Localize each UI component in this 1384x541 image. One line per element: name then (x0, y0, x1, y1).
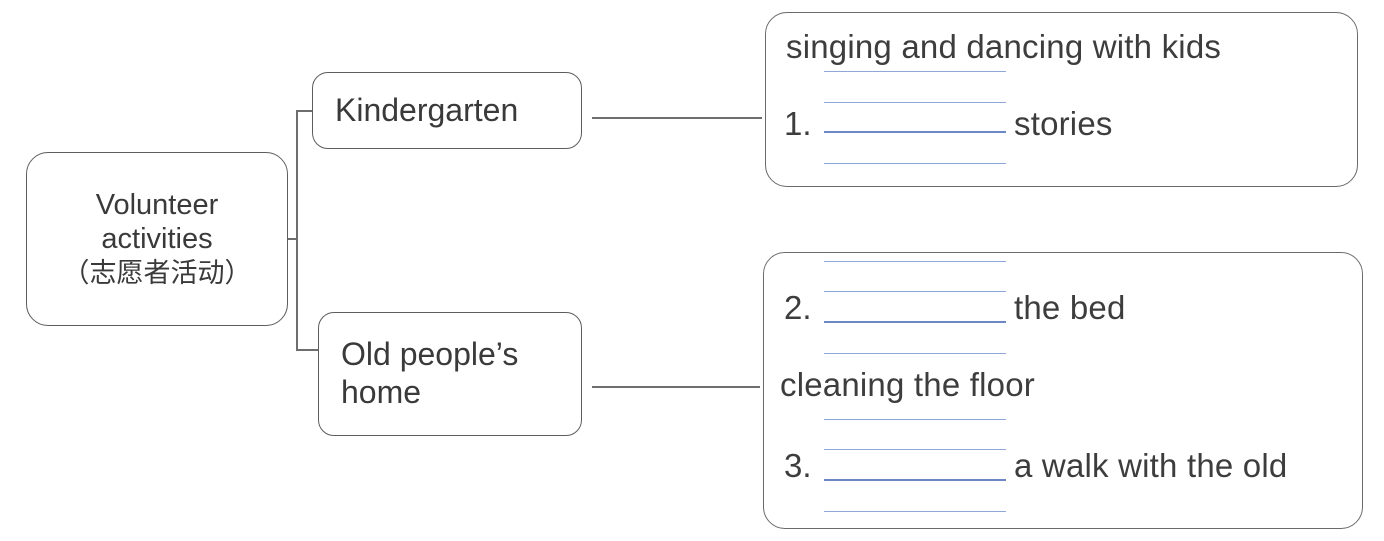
panel-oldpeople-item3-tail: a walk with the old (1014, 447, 1288, 484)
rule-line-baseline (824, 479, 1006, 481)
branch-node-kindergarten[interactable]: Kindergarten (312, 72, 582, 149)
rule-line (824, 353, 1006, 354)
connector-bracket-vertical (296, 110, 298, 350)
rule-line (824, 102, 1006, 103)
panel-kindergarten-item1-tail: stories (1014, 105, 1113, 142)
rule-line-baseline (824, 131, 1006, 133)
branch-label-kindergarten: Kindergarten (335, 91, 519, 128)
rule-line (824, 511, 1006, 512)
branch-label-old-peoples-home: Old people’s home (341, 336, 518, 412)
connector-root-stub (288, 238, 298, 240)
blank-answer-line-3[interactable] (824, 419, 1006, 523)
blank-answer-line-1[interactable] (824, 71, 1006, 175)
root-node-line1: Volunteer (95, 188, 219, 221)
panel-oldpeople-item2-tail: the bed (1014, 289, 1126, 326)
branch-node-old-peoples-home[interactable]: Old people’s home (318, 312, 582, 436)
connector-kindergarten-to-panel (592, 117, 762, 119)
panel-kindergarten-line1: singing and dancing with kids (786, 28, 1222, 65)
root-node-volunteer-activities[interactable]: Volunteer activities （志愿者活动） (26, 152, 288, 326)
rule-line (824, 71, 1006, 72)
panel-old-peoples-home: 2. the bed cleaning the floor 3. a walk … (763, 252, 1363, 529)
rule-line (824, 419, 1006, 420)
connector-branch-kindergarten-stub (296, 110, 314, 112)
branch-label-old-peoples-home-line1: Old people’s (341, 336, 519, 373)
rule-line-baseline (824, 321, 1006, 323)
panel-kindergarten: singing and dancing with kids 1. stories (765, 12, 1358, 187)
rule-line (824, 163, 1006, 164)
panel-kindergarten-item1-number: 1. (784, 105, 812, 142)
connector-branch-oldpeople-stub (296, 349, 320, 351)
rule-line (824, 291, 1006, 292)
blank-answer-line-2[interactable] (824, 261, 1006, 365)
panel-oldpeople-middle-line: cleaning the floor (780, 366, 1035, 403)
connector-oldpeople-to-panel (592, 386, 760, 388)
root-node-line3-chinese: （志愿者活动） (62, 258, 252, 290)
branch-label-old-peoples-home-line2: home (341, 374, 422, 410)
panel-oldpeople-item3-number: 3. (784, 447, 812, 484)
rule-line (824, 261, 1006, 262)
rule-line (824, 449, 1006, 450)
root-node-line2: activities (101, 223, 213, 256)
panel-oldpeople-item2-number: 2. (784, 289, 812, 326)
